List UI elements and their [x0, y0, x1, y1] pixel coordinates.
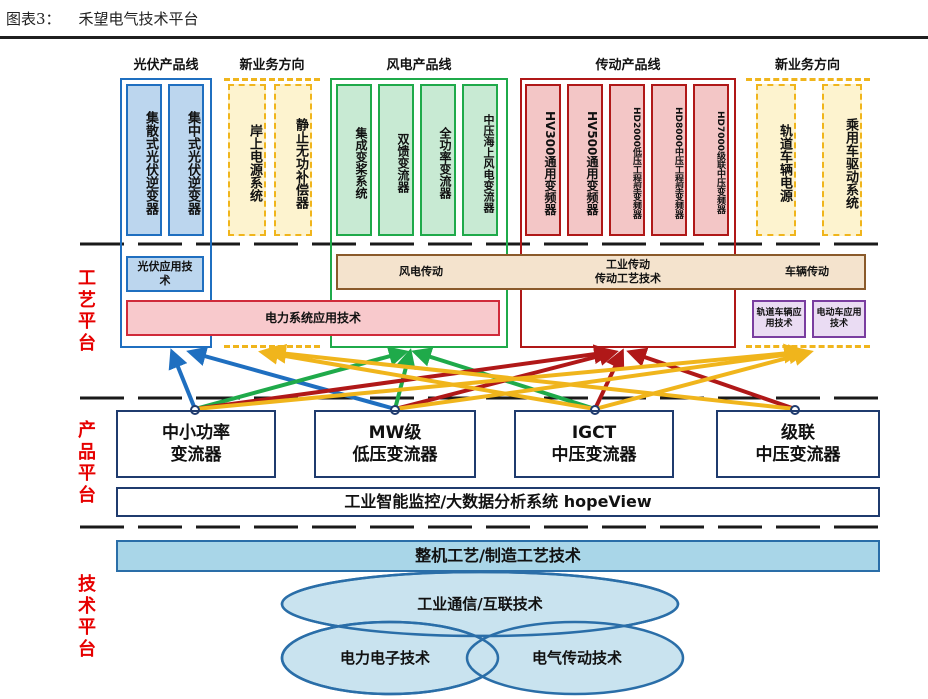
label-process-platform: 工艺平台: [78, 268, 96, 354]
product-small-power: 中小功率 变流器: [116, 410, 276, 478]
wind-transmission-label: 风电传动: [399, 265, 443, 279]
layer-separators: [80, 242, 890, 529]
drive-group-frame: [520, 78, 736, 348]
drive-product-4: HD8000中压工程型变频器: [651, 84, 687, 236]
connection-arrows: [168, 343, 814, 411]
caption-rule: [0, 36, 928, 39]
pv-group-title: 光伏产品线: [133, 58, 199, 73]
wind-product-4: 中压海上风电变流器: [462, 84, 498, 236]
wind-group-frame: [330, 78, 508, 348]
new-business-left-title: 新业务方向: [239, 58, 305, 73]
wind-group-title: 风电产品线: [386, 58, 452, 73]
new-business-left-frame: [224, 78, 320, 348]
product-igct-mv: IGCT 中压变流器: [514, 410, 674, 478]
new-business-right-title: 新业务方向: [774, 58, 840, 73]
product-cascade-mv: 级联 中压变流器: [716, 410, 880, 478]
manufacturing-bar: 整机工艺/制造工艺技术: [116, 540, 880, 572]
figure-title: 禾望电气技术平台: [78, 10, 199, 28]
rail-vehicle-tech: 轨道车辆应用技术: [752, 300, 806, 338]
new-right-product-2: 乘用车驱动系统: [822, 84, 862, 236]
drive-tech-label: 电气传动技术: [531, 649, 622, 668]
power-system-tech: 电力系统应用技术: [126, 300, 500, 336]
hopeview-bar: 工业智能监控/大数据分析系统 hopeView: [116, 487, 880, 517]
new-left-product-1: 岸上电源系统: [228, 84, 266, 236]
wind-product-2: 双馈变流器: [378, 84, 414, 236]
vehicle-transmission-label: 车辆传动: [785, 265, 829, 279]
oval-drive: [465, 620, 685, 696]
drive-product-5: HD7000级联中压变频器: [693, 84, 729, 236]
drive-product-1: HV300通用变频器: [525, 84, 561, 236]
new-right-product-1: 轨道车辆电源: [756, 84, 796, 236]
label-technology-platform: 技术平台: [78, 574, 96, 660]
figure-caption: 图表3： 禾望电气技术平台: [6, 8, 217, 29]
drive-product-3: HD2000低压工程型变频器: [609, 84, 645, 236]
comm-tech-label: 工业通信/互联技术: [417, 595, 543, 614]
wind-product-3: 全功率变流器: [420, 84, 456, 236]
product-mw-lv: MW级 低压变流器: [314, 410, 476, 478]
pv-application-tech: 光伏应用技术: [126, 256, 204, 292]
wind-product-1: 集成变桨系统: [336, 84, 372, 236]
drive-group-title: 传动产品线: [595, 58, 661, 73]
drive-transmission-label: 工业传动 传动工艺技术: [595, 258, 661, 285]
new-left-product-2: 静止无功补偿器: [274, 84, 312, 236]
arrow-origins: [190, 405, 800, 415]
power-electronics-label: 电力电子技术: [339, 649, 430, 668]
label-product-platform: 产品平台: [78, 420, 96, 506]
figure-number: 图表3：: [6, 10, 61, 28]
ev-tech: 电动车应用技术: [812, 300, 866, 338]
drive-product-2: HV500通用变频器: [567, 84, 603, 236]
pv-product-2: 集中式光伏逆变器: [168, 84, 204, 236]
pv-group-frame: [120, 78, 212, 348]
new-business-right-frame: [746, 78, 870, 348]
transmission-bar: [336, 254, 866, 290]
pv-product-1: 集散式光伏逆变器: [126, 84, 162, 236]
